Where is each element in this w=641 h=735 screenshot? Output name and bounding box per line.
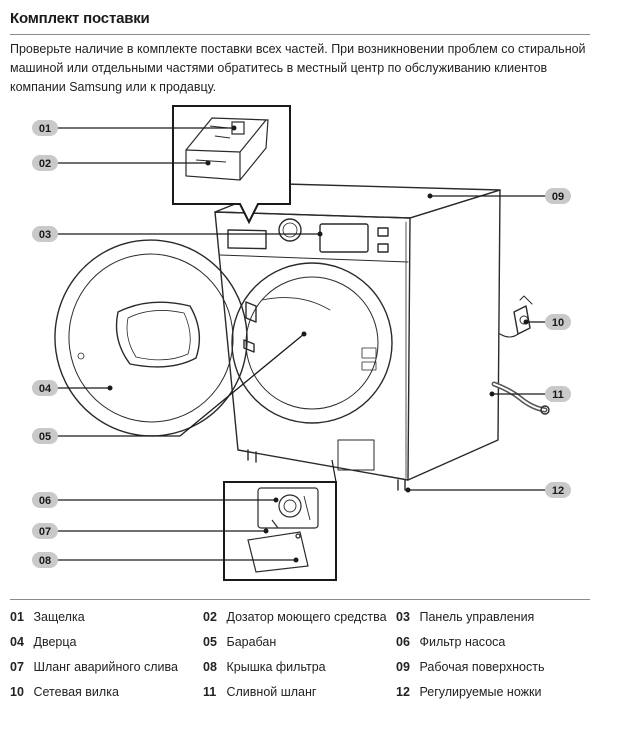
legend-item-09: 09 Рабочая поверхность (396, 660, 545, 674)
foot-right (397, 479, 406, 491)
cabinet-side (407, 189, 501, 481)
legend-item-06: 06 Фильтр насоса (396, 635, 506, 649)
door-outer (54, 239, 248, 437)
control-knob (278, 218, 302, 242)
legend-item-03: 03 Панель управления (396, 610, 535, 624)
callout-09: 09 (545, 188, 571, 204)
legend-item-11: 11 Сливной шланг (203, 685, 317, 699)
legend-item-08: 08 Крышка фильтра (203, 660, 326, 674)
legend-item-10: 10 Сетевая вилка (10, 685, 119, 699)
legend-item-01: 01 Защелка (10, 610, 85, 624)
svg-text:12: 12 (552, 485, 564, 497)
svg-text:07: 07 (39, 526, 51, 538)
legend-item-04: 04 Дверца (10, 635, 77, 649)
page-title: Комплект поставки (10, 10, 150, 27)
legend-item-07: 07 Шланг аварийного слива (10, 660, 178, 674)
callout-08: 08 (32, 552, 58, 568)
svg-text:10: 10 (552, 317, 564, 329)
legend-item-12: 12 Регулируемые ножки (396, 685, 542, 699)
display-panel (319, 223, 369, 253)
svg-text:02: 02 (39, 158, 51, 170)
callout-04: 04 (32, 380, 58, 396)
callout-10: 10 (545, 314, 571, 330)
svg-text:04: 04 (39, 383, 52, 395)
filter-cover-open (247, 531, 309, 573)
power-cord (499, 333, 519, 338)
callout-05: 05 (32, 428, 58, 444)
callout-12: 12 (545, 482, 571, 498)
svg-text:03: 03 (39, 229, 51, 241)
legend-item-02: 02 Дозатор моющего средства (203, 610, 387, 624)
washing-machine-diagram: 01 02 03 04 05 06 07 08 09 10 11 12 (32, 105, 571, 581)
callout-badges: 01 02 03 04 05 06 07 08 09 10 11 12 (32, 120, 571, 568)
svg-text:06: 06 (39, 495, 51, 507)
drum-ring (231, 262, 393, 424)
dispenser-inset (172, 105, 291, 225)
callout-01: 01 (32, 120, 58, 136)
filter-access (337, 439, 375, 471)
dispenser-front (227, 229, 267, 250)
door-glass (115, 301, 201, 368)
svg-text:05: 05 (39, 431, 51, 443)
callout-03: 03 (32, 226, 58, 242)
svg-text:08: 08 (39, 555, 51, 567)
callout-06: 06 (32, 492, 58, 508)
callout-02: 02 (32, 155, 58, 171)
power-plug (513, 305, 531, 335)
foot-left (247, 449, 257, 463)
svg-text:01: 01 (39, 123, 51, 135)
legend-divider (10, 599, 590, 600)
callout-07: 07 (32, 523, 58, 539)
svg-text:11: 11 (552, 389, 564, 401)
title-divider (10, 34, 590, 35)
intro-paragraph: Проверьте наличие в комплекте поставки в… (10, 42, 586, 94)
svg-text:09: 09 (552, 191, 564, 203)
callout-11: 11 (545, 386, 571, 402)
legend-item-05: 05 Барабан (203, 635, 277, 649)
